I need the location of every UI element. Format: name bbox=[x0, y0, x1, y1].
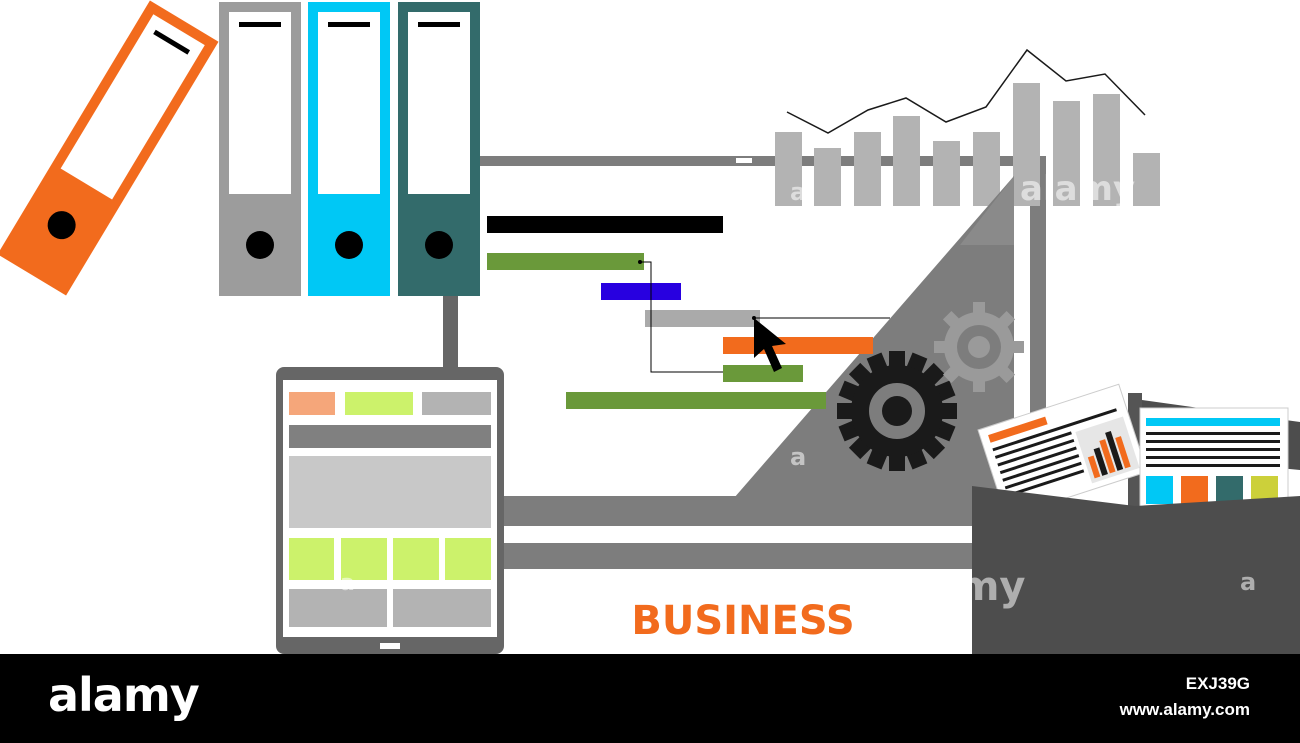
cursor-icon bbox=[754, 318, 786, 372]
svg-text:a: a bbox=[1240, 568, 1256, 596]
binder-icon bbox=[398, 2, 480, 296]
caption-business: BUSINESS bbox=[631, 598, 854, 644]
alamy-logo: alamy bbox=[48, 668, 200, 722]
svg-text:a: a bbox=[790, 443, 806, 471]
gantt-chart-icon bbox=[487, 216, 890, 409]
tablet-icon bbox=[276, 367, 504, 654]
document-icon bbox=[977, 383, 1148, 519]
image-code: EXJ39G bbox=[1185, 674, 1250, 693]
svg-text:alamy: alamy bbox=[890, 564, 1025, 610]
binder-icon bbox=[308, 2, 390, 296]
footer-url: www.alamy.com bbox=[1119, 700, 1250, 719]
binder-icon bbox=[219, 2, 301, 296]
svg-text:alamy: alamy bbox=[1020, 169, 1135, 209]
watermark: a alamy a alamy a a bbox=[340, 169, 1256, 610]
footer-bar: alamy EXJ39G www.alamy.com bbox=[0, 654, 1300, 743]
folder-icon bbox=[972, 486, 1300, 654]
gear-icon bbox=[934, 302, 1024, 392]
connector bbox=[443, 294, 458, 368]
bar-chart-icon bbox=[775, 48, 1160, 206]
binder-icon bbox=[0, 0, 219, 296]
document-icon bbox=[1139, 407, 1289, 509]
illustration-canvas: BUSINESS a alamy a alamy a a bbox=[0, 0, 1300, 654]
gear-icon bbox=[837, 351, 957, 471]
svg-text:a: a bbox=[790, 178, 806, 206]
svg-text:a: a bbox=[340, 571, 355, 596]
